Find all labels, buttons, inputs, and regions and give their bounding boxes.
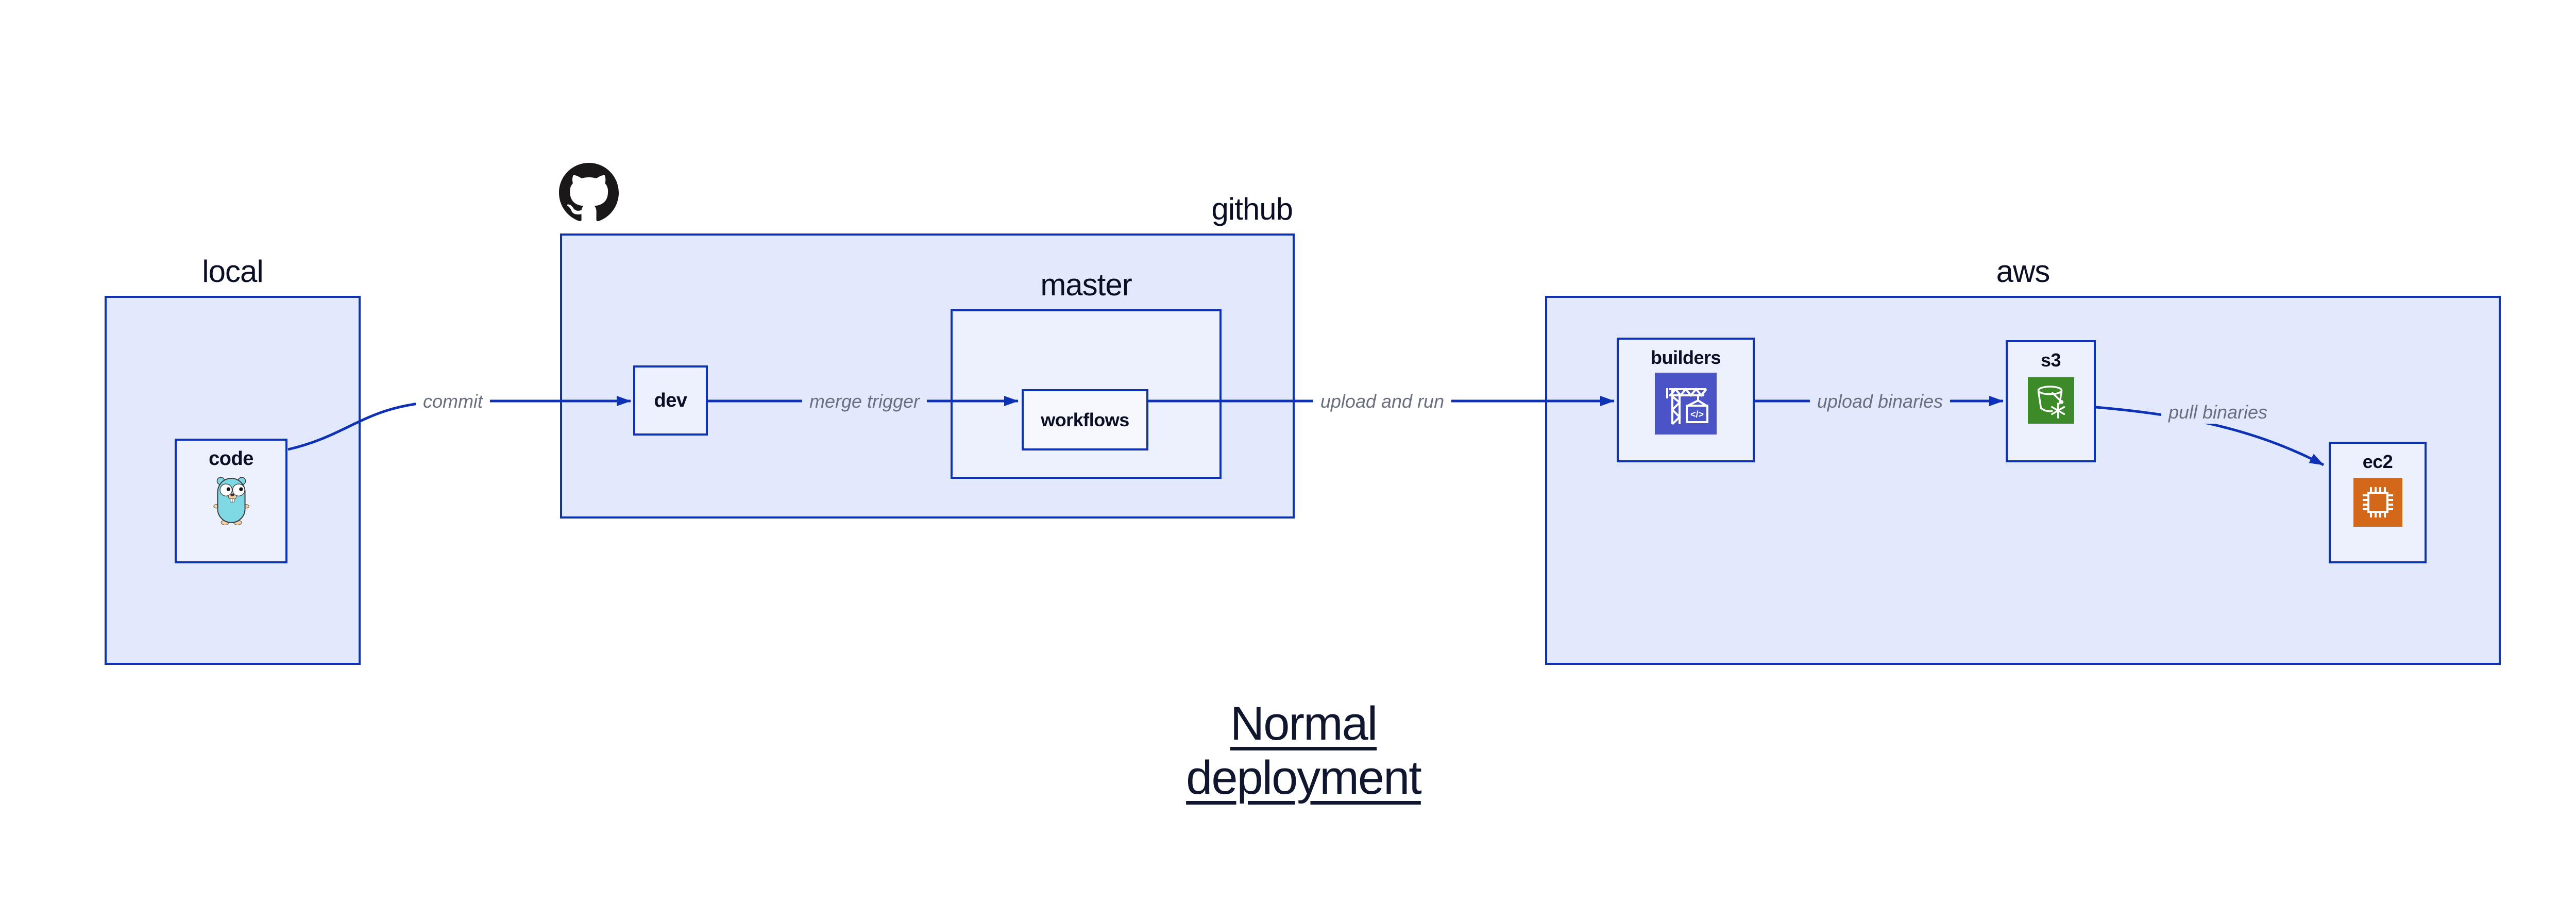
- node-dev: dev: [633, 365, 708, 436]
- github-octocat-icon: [559, 163, 619, 223]
- s3-glacier-bucket-icon: [2027, 377, 2074, 426]
- zone-label-github: github: [1211, 192, 1293, 226]
- edge-label-upload-and-run: upload and run: [1313, 390, 1452, 413]
- zone-label-aws: aws: [1996, 254, 2050, 289]
- diagram-title: Normal deployment: [1186, 697, 1422, 804]
- node-label-dev: dev: [654, 389, 687, 411]
- edge-label-commit: commit: [416, 390, 490, 413]
- node-s3: s3: [2006, 340, 2096, 462]
- node-label-code: code: [209, 448, 253, 470]
- edge-label-upload-binaries: upload binaries: [1809, 390, 1951, 413]
- node-workflows: workflows: [1022, 389, 1148, 450]
- node-label-s3: s3: [2040, 349, 2061, 371]
- node-label-builders: builders: [1650, 347, 1721, 368]
- node-builders: builders </>: [1617, 338, 1755, 462]
- node-label-workflows: workflows: [1041, 409, 1129, 430]
- codebuild-crane-icon: </>: [1655, 373, 1717, 437]
- ec2-chip-icon: [2353, 478, 2402, 529]
- node-label-ec2: ec2: [2362, 451, 2393, 472]
- edge-label-pull-binaries: pull binaries: [2161, 401, 2275, 424]
- codebuild-code-glyph: </>: [1690, 409, 1704, 420]
- zone-label-master: master: [1040, 268, 1132, 302]
- node-code: code: [175, 439, 287, 563]
- edge-label-merge-trigger: merge trigger: [802, 390, 927, 413]
- go-gopher-icon: [210, 474, 252, 528]
- node-ec2: ec2: [2329, 442, 2427, 563]
- zone-label-local: local: [202, 254, 263, 289]
